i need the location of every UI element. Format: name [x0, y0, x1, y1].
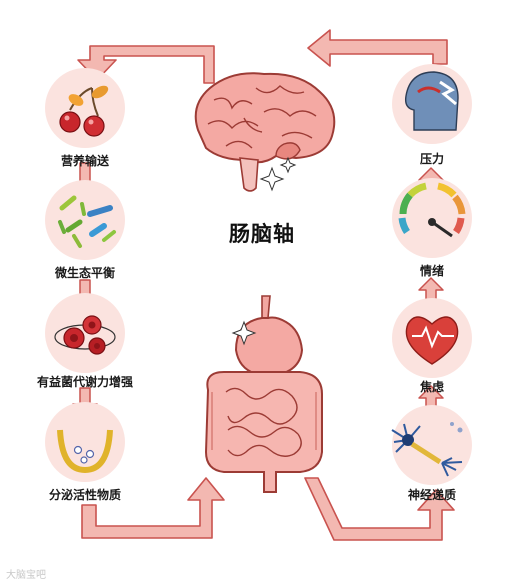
label-neurotransmitter: 神经递质	[407, 488, 457, 502]
label-probiotic-metabolism: 有益菌代谢力增强	[36, 375, 134, 389]
emotion-gauge-icon	[398, 182, 466, 238]
red-blood-cells-icon	[54, 315, 116, 355]
loop-arrows	[77, 29, 455, 541]
label-microecology-balance: 微生态平衡	[54, 266, 116, 280]
sparkle-icon-bottom	[231, 320, 257, 346]
arrow-gut-to-right	[304, 477, 455, 541]
label-stress: 压力	[419, 152, 445, 166]
label-anxiety: 焦虑	[419, 380, 445, 394]
heart-pulse-icon	[405, 316, 459, 365]
neuron-icon	[391, 422, 463, 477]
stressed-head-icon	[404, 71, 459, 131]
sparkle-icon-top	[259, 156, 297, 192]
brain-icon	[194, 72, 336, 192]
label-nutrient-delivery: 营养输送	[60, 154, 110, 168]
label-emotion: 情绪	[419, 264, 445, 278]
watermark: 大脑宝吧	[6, 570, 46, 581]
label-secrete-active-substances: 分泌活性物质	[48, 488, 122, 502]
secretion-cell-icon	[57, 429, 113, 474]
diagram-title: 肠脑轴	[229, 222, 295, 246]
gut-icon	[204, 295, 323, 493]
bacteria-icon	[58, 195, 116, 248]
arrow-brain-to-left	[77, 45, 215, 84]
arrow-left-to-gut	[81, 477, 225, 539]
arrow-right-to-brain	[307, 29, 448, 67]
cherries-icon	[59, 85, 109, 137]
